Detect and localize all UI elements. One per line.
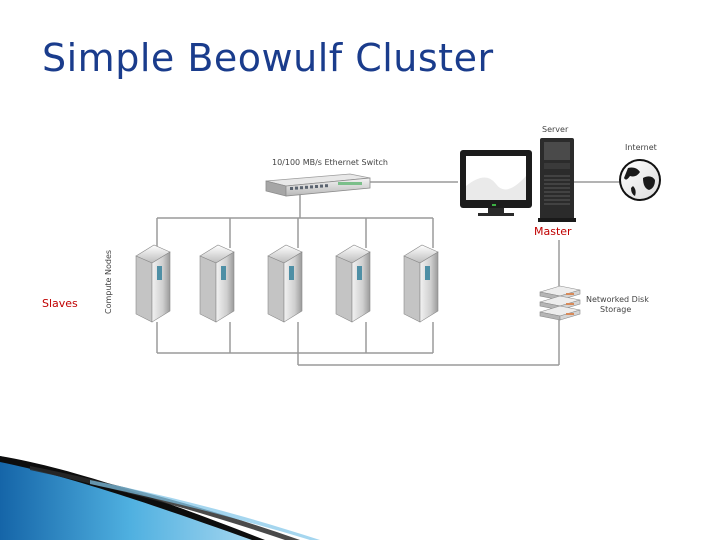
ethernet-switch-icon — [265, 173, 371, 197]
compute-node-5-icon — [403, 244, 439, 323]
compute-node-2-icon — [199, 244, 235, 323]
internet-label: Internet — [625, 143, 657, 152]
server-tower-icon — [538, 138, 576, 222]
slide-title: Simple Beowulf Cluster — [42, 36, 494, 80]
disk-storage-icon — [539, 285, 581, 321]
storage-label-line2: Storage — [600, 305, 631, 314]
slaves-annotation: Slaves — [42, 297, 78, 310]
compute-node-3-icon — [267, 244, 303, 323]
internet-globe-icon — [619, 159, 661, 201]
compute-node-4-icon — [335, 244, 371, 323]
compute-nodes-label: Compute Nodes — [104, 250, 113, 314]
master-annotation: Master — [534, 225, 572, 238]
network-wires — [156, 181, 620, 366]
server-label: Server — [542, 125, 569, 134]
switch-label: 10/100 MB/s Ethernet Switch — [272, 158, 388, 167]
compute-node-1-icon — [135, 244, 171, 323]
decorative-swoosh — [0, 456, 320, 540]
storage-label-line1: Networked Disk — [586, 295, 649, 304]
monitor-icon — [460, 150, 532, 216]
